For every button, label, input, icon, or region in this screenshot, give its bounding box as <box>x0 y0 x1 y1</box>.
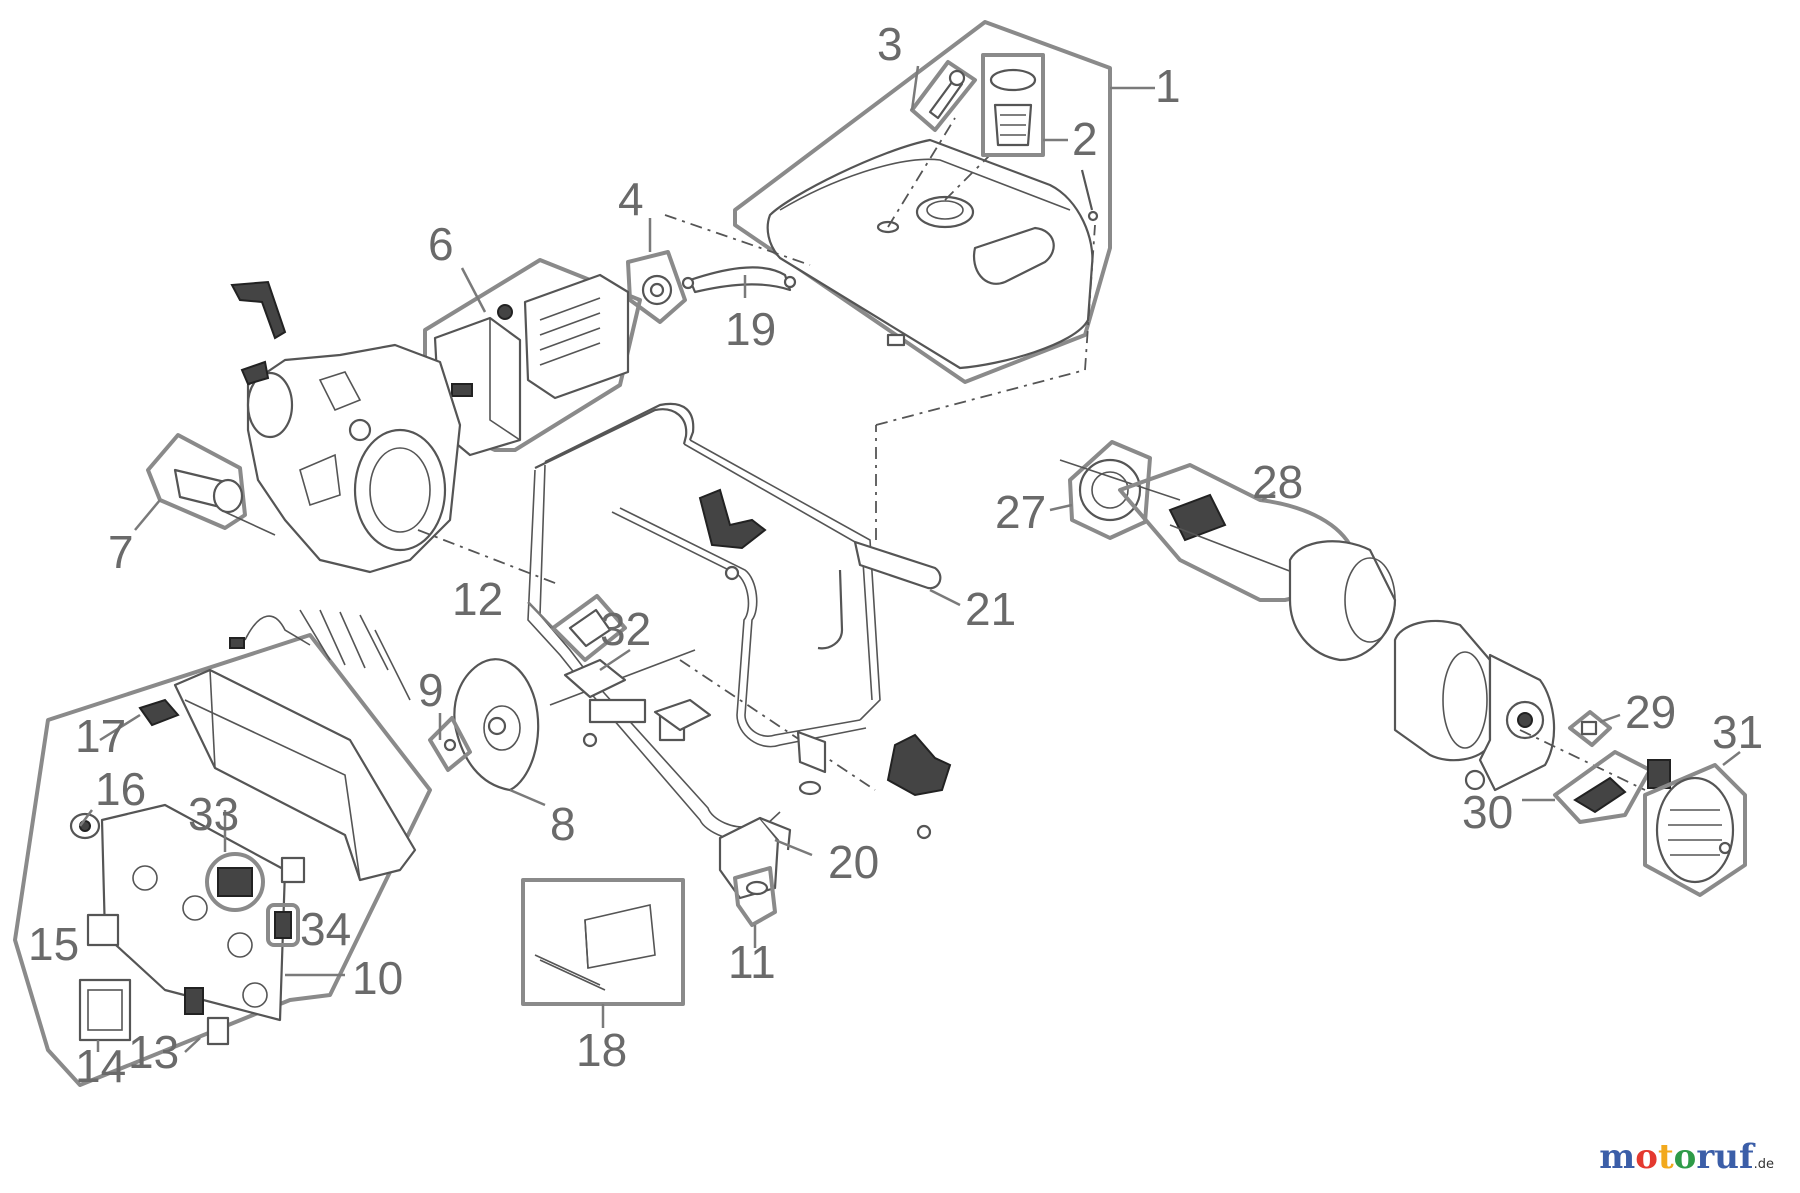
watermark-letter: o <box>1673 1137 1697 1177</box>
callout-13: 13 <box>128 1026 179 1078</box>
callout-30: 30 <box>1462 786 1513 838</box>
callout-18: 18 <box>576 1024 627 1076</box>
callout-3: 3 <box>877 18 903 70</box>
foot-bracket-20 <box>718 816 792 927</box>
callout-33: 33 <box>188 788 239 840</box>
callout-14: 14 <box>75 1040 126 1092</box>
fuel-valve-group <box>626 214 811 324</box>
watermark-letter: m <box>1599 1137 1636 1177</box>
feet <box>796 730 827 796</box>
watermark-letter: ruf <box>1696 1137 1754 1177</box>
callout-6: 6 <box>428 218 454 270</box>
engine-block <box>230 280 561 586</box>
watermark-letter: t <box>1657 1137 1674 1177</box>
motoruf-watermark: motoruf.de <box>1599 1137 1774 1177</box>
callout-4: 4 <box>618 173 644 225</box>
starter-group <box>146 433 276 536</box>
callout-10: 10 <box>352 952 403 1004</box>
callout-15: 15 <box>28 918 79 970</box>
wheel-group <box>428 658 540 792</box>
battery-tray-group <box>521 878 685 1006</box>
callout-17: 17 <box>75 710 126 762</box>
callout-7: 7 <box>108 526 134 578</box>
callout-28: 28 <box>1252 456 1303 508</box>
callout-9: 9 <box>418 664 444 716</box>
callout-20: 20 <box>828 836 879 888</box>
callout-31: 31 <box>1712 706 1763 758</box>
callout-11: 11 <box>728 936 776 988</box>
callout-2: 2 <box>1072 113 1098 165</box>
mount-bracket-right <box>886 733 952 840</box>
callout-12: 12 <box>452 573 503 625</box>
callout-27: 27 <box>995 486 1046 538</box>
watermark-letter: o <box>1635 1137 1658 1177</box>
callout-29: 29 <box>1625 686 1676 738</box>
fuel-tank-assembly <box>733 20 1112 384</box>
frame <box>527 224 1096 841</box>
callout-21: 21 <box>965 583 1016 635</box>
alternator-assembly <box>1059 440 1747 897</box>
callout-1: 1 <box>1155 60 1181 112</box>
callout-32: 32 <box>600 603 651 655</box>
plate-32-group <box>563 658 712 732</box>
control-panel-assembly <box>13 609 432 1087</box>
callout-19: 19 <box>725 303 776 355</box>
bracket-12-group <box>551 594 627 662</box>
callout-34: 34 <box>300 903 351 955</box>
callout-labels: 1 2 3 4 6 7 8 9 10 11 12 13 14 15 16 17 … <box>28 18 1763 1092</box>
callout-16: 16 <box>95 763 146 815</box>
mount-bracket-upper <box>698 488 767 581</box>
callout-8: 8 <box>550 798 576 850</box>
watermark-suffix: .de <box>1753 1157 1774 1172</box>
